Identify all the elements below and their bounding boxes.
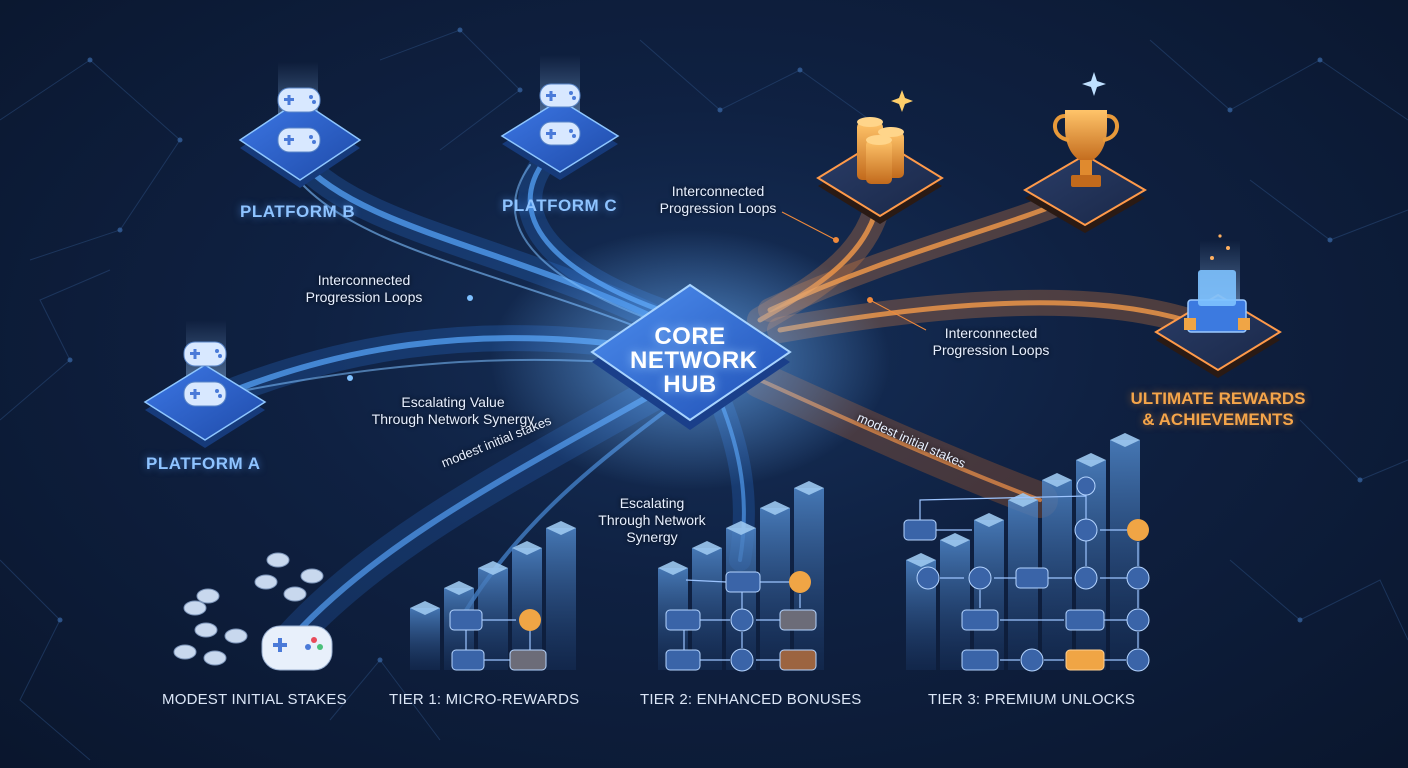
dollar-icon bbox=[1127, 519, 1149, 541]
rewards-line-1: ULTIMATE REWARDS bbox=[1130, 389, 1306, 408]
background-mesh-nodes bbox=[57, 27, 1363, 663]
annotation-loops-top-line-2: Progression Loops bbox=[659, 200, 777, 216]
platform-b-tile bbox=[238, 62, 362, 188]
tier-bar bbox=[546, 528, 576, 670]
trophy-reward-tile bbox=[1023, 153, 1147, 233]
tier3-nodes bbox=[903, 476, 1150, 672]
tier-bar bbox=[726, 528, 756, 670]
tier-bar-cap bbox=[512, 541, 542, 555]
annotation-loops-right-line-1: Interconnected bbox=[944, 325, 1038, 341]
dollar-icon bbox=[519, 609, 541, 631]
annotation-loops-top: Interconnected Progression Loops bbox=[648, 183, 788, 217]
network-node-icon bbox=[916, 566, 940, 590]
annotation-loops-right: Interconnected Progression Loops bbox=[918, 325, 1064, 359]
network-node-icon bbox=[1076, 476, 1096, 496]
annotation-loops-left-line-1: Interconnected bbox=[317, 272, 411, 288]
tier-bar-cap bbox=[1008, 493, 1038, 507]
stakes-gamepad-icon bbox=[261, 625, 333, 671]
annotation-escalating-left-line-1: Escalating Value bbox=[401, 394, 505, 410]
coin-stack-icon bbox=[857, 90, 913, 184]
ultimate-rewards-label: ULTIMATE REWARDS & ACHIEVEMENTS bbox=[1120, 388, 1316, 430]
tier-bar-cap bbox=[410, 601, 440, 615]
platform-a-label: PLATFORM A bbox=[146, 454, 261, 473]
tier1-nodes bbox=[449, 609, 547, 671]
gamepad-buttons bbox=[190, 91, 576, 399]
tier-bar-cap bbox=[794, 481, 824, 495]
annotation-loops-top-line-1: Interconnected bbox=[671, 183, 765, 199]
tier-bar-cap bbox=[692, 541, 722, 555]
annotation-loops-left: Interconnected Progression Loops bbox=[290, 272, 438, 306]
tier-bar-cap bbox=[658, 561, 688, 575]
tier-bar bbox=[974, 520, 1004, 670]
tier-label-1: TIER 1: MICRO-REWARDS bbox=[389, 691, 580, 708]
tier-bar bbox=[1076, 460, 1106, 670]
platform-c-tile bbox=[500, 55, 620, 180]
annotation-dots bbox=[347, 295, 473, 381]
tier-bar-cap bbox=[1110, 433, 1140, 447]
tier-bar bbox=[1110, 440, 1140, 670]
hub-title: CORE NETWORK HUB bbox=[630, 323, 758, 398]
tier-label-3: TIER 3: PREMIUM UNLOCKS bbox=[928, 691, 1136, 708]
network-node-icon bbox=[1126, 566, 1150, 590]
annotation-escalating-left-line-2: Through Network Synergy bbox=[371, 411, 535, 427]
network-node-icon bbox=[1074, 518, 1098, 542]
network-node-icon bbox=[730, 648, 754, 672]
network-node-icon bbox=[1020, 648, 1044, 672]
tier-bar-cap bbox=[974, 513, 1004, 527]
hub-title-line-3: HUB bbox=[663, 371, 717, 398]
tier1-node-network bbox=[465, 619, 531, 661]
network-node-icon bbox=[1126, 648, 1150, 672]
dollar-icon bbox=[789, 571, 811, 593]
trophy-icon bbox=[1053, 72, 1119, 187]
network-node-icon bbox=[1126, 608, 1150, 632]
annotation-escalating-center-line-2: Through Network bbox=[598, 512, 706, 528]
hub-title-line-2: NETWORK bbox=[630, 347, 758, 374]
tier-bar bbox=[760, 508, 790, 670]
tier-label-stakes: MODEST INITIAL STAKES bbox=[162, 691, 347, 708]
network-node-icon bbox=[730, 608, 754, 632]
tier-bar-cap bbox=[546, 521, 576, 535]
treasure-chest-icon bbox=[1184, 234, 1250, 333]
tier-label-2: TIER 2: ENHANCED BONUSES bbox=[640, 691, 862, 708]
platform-b-label: PLATFORM B bbox=[240, 202, 356, 221]
rewards-line-2: & ACHIEVEMENTS bbox=[1142, 410, 1294, 429]
coin-icon-cluster bbox=[173, 552, 324, 666]
tier2-nodes bbox=[665, 571, 817, 672]
hub-title-line-1: CORE bbox=[654, 323, 726, 350]
tier-bar-cap bbox=[940, 533, 970, 547]
tier3-node-network bbox=[919, 495, 1139, 661]
tier-bar-cap bbox=[1042, 473, 1072, 487]
gamepad-icon bbox=[183, 83, 581, 407]
tier-bar bbox=[410, 608, 440, 670]
annotation-escalating-left: Escalating Value Through Network Synergy bbox=[356, 394, 550, 428]
tier-bar-cap bbox=[478, 561, 508, 575]
tier-bar-cap bbox=[1076, 453, 1106, 467]
annotation-escalating-center-line-1: Escalating bbox=[619, 495, 685, 511]
network-node-icon bbox=[968, 566, 992, 590]
annotation-escalating-center-line-3: Synergy bbox=[626, 529, 678, 545]
tier-bar-cap bbox=[760, 501, 790, 515]
network-node-icon bbox=[1074, 566, 1098, 590]
tier-bar-cap bbox=[726, 521, 756, 535]
platform-c-label: PLATFORM C bbox=[502, 196, 618, 215]
tier-bar bbox=[940, 540, 970, 670]
tier2-node-network bbox=[683, 579, 801, 661]
annotation-loops-left-line-2: Progression Loops bbox=[305, 289, 423, 305]
core-network-hub bbox=[590, 283, 792, 430]
annotation-escalating-center: Escalating Through Network Synergy bbox=[586, 495, 718, 546]
tier-bar-cap bbox=[906, 553, 936, 567]
annotation-loops-right-line-2: Progression Loops bbox=[932, 342, 1050, 358]
annotation-leader-lines bbox=[781, 211, 927, 331]
tier-bar-cap bbox=[444, 581, 474, 595]
